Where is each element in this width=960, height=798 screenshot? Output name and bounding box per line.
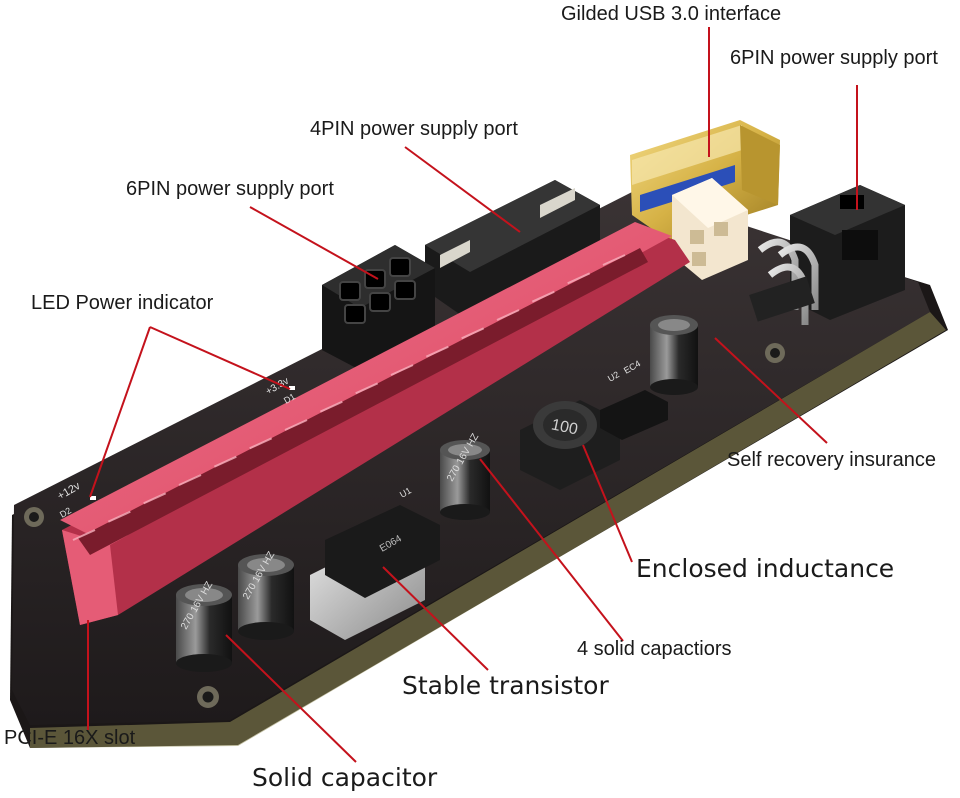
- silk-u1: U1: [398, 485, 413, 499]
- label-usb3: Gilded USB 3.0 interface: [561, 3, 782, 25]
- silkscreen: +12v D2 +3.3v D1 U1 U2 EC4: [56, 358, 643, 519]
- slot-fin: [107, 510, 131, 523]
- pcie-16x-slot: [60, 222, 690, 625]
- label-4-solid-capacitors: 4 solid capactiors: [577, 638, 732, 660]
- label-led-indicator: LED Power indicator: [31, 292, 214, 314]
- label-6pin-right: 6PIN power supply port: [730, 47, 938, 69]
- capacitor-right: [650, 315, 698, 395]
- slot-fin: [319, 400, 343, 413]
- stable-transistor: E064: [310, 505, 440, 640]
- leader-4caps: [479, 458, 624, 642]
- enclosed-inductor: 100: [520, 400, 620, 490]
- capacitor-left-front: 270 16V HZ: [176, 580, 232, 672]
- led-12v: [90, 496, 96, 500]
- leader-4pin: [404, 146, 521, 233]
- leader-self-recovery: [714, 337, 828, 444]
- slot-fin: [178, 474, 202, 486]
- silk-u2: U2: [606, 369, 621, 383]
- white-connector: [672, 178, 748, 280]
- leader-led-a: [89, 326, 151, 498]
- leader-transistor: [382, 566, 489, 671]
- label-4pin: 4PIN power supply port: [310, 118, 518, 140]
- slot-fin: [461, 327, 485, 340]
- label-stable-transistor: Stable transistor: [402, 671, 609, 700]
- slot-fin: [213, 455, 237, 468]
- slot-fin: [355, 382, 379, 395]
- label-enclosed-inductance: Enclosed inductance: [636, 554, 895, 583]
- label-6pin-left: 6PIN power supply port: [126, 178, 334, 200]
- slot-fin: [143, 492, 167, 505]
- slot-fin: [531, 290, 555, 303]
- slot-fin: [284, 419, 308, 431]
- slot-fin: [496, 309, 520, 321]
- six-pin-port-right: [790, 185, 905, 320]
- capacitor-left-back: 270 16V HZ: [238, 550, 294, 640]
- leader-6pin-left: [249, 206, 379, 280]
- capacitor-middle: 270 16V HZ: [440, 432, 490, 520]
- leader-led-b: [149, 326, 291, 390]
- leader-inductance: [582, 444, 633, 563]
- label-solid-capacitor: Solid capacitor: [252, 763, 438, 792]
- silk-d1: D1: [282, 391, 297, 405]
- led-33v: [289, 386, 295, 390]
- slot-fin: [602, 254, 626, 266]
- label-self-recovery: Self recovery insurance: [727, 449, 936, 471]
- silk-d2: D2: [58, 505, 73, 519]
- inductor-code: 100: [550, 416, 580, 438]
- label-pcie-16x-slot: PCI-E 16X slot: [4, 727, 136, 749]
- six-pin-port-left: [322, 245, 435, 370]
- leader-solid-cap: [225, 634, 357, 763]
- slot-fin: [567, 272, 591, 285]
- slot-fin: [390, 364, 414, 376]
- header-pins: [749, 238, 819, 325]
- slot-fin: [72, 529, 96, 541]
- slot-fin: [249, 437, 273, 450]
- slot-fin: [425, 345, 449, 358]
- callout-lines: [87, 27, 858, 763]
- control-chip: [600, 390, 668, 440]
